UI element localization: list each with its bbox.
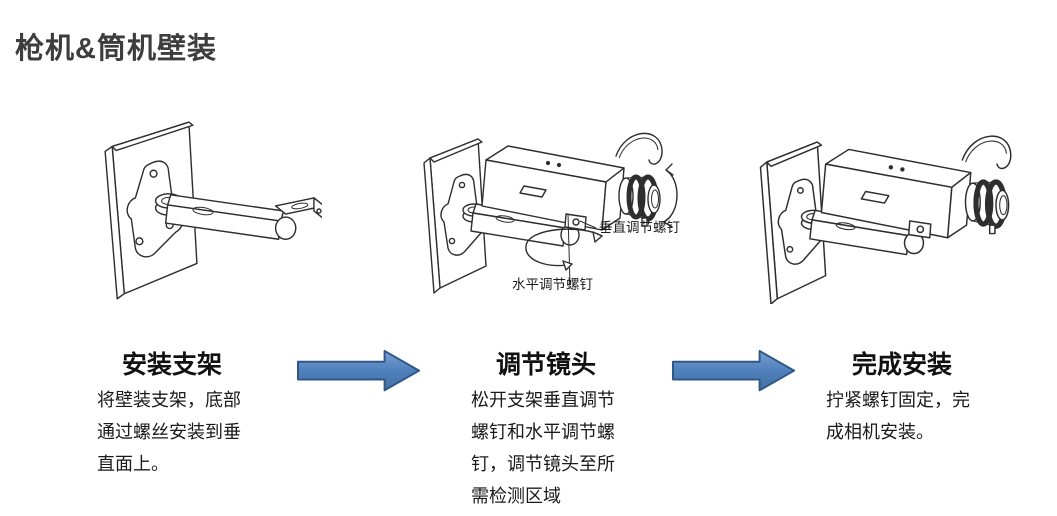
pan-rotation-arrow <box>525 228 603 267</box>
step-description-adjust-lens: 松开支架垂直调节螺钉和水平调节螺钉，调节镜头至所需检测区域 <box>471 390 615 506</box>
flow-arrow-2 <box>671 348 797 392</box>
vertical-screw-label: 垂直调节螺钉 <box>599 220 680 235</box>
camera-installed-illustration <box>756 120 1032 304</box>
wall-bracket-illustration <box>90 110 322 312</box>
lens-rotation-arrow <box>663 169 678 223</box>
camera-lens-adjust-illustration: 垂直调节螺钉 水平调节螺钉 <box>420 118 682 306</box>
step-description-finish-install: 拧紧螺钉固定，完成相机安装。 <box>826 390 970 442</box>
step-title-install-bracket: 安装支架 <box>121 351 222 379</box>
step-title-finish-install: 完成安装 <box>851 351 952 379</box>
flow-arrow-1 <box>296 348 422 392</box>
horizontal-screw-label: 水平调节螺钉 <box>512 277 593 292</box>
step-description-install-bracket: 将壁装支架，底部通过螺丝安装到垂直面上。 <box>97 390 241 474</box>
page-title: 枪机&筒机壁装 <box>15 33 217 66</box>
step-title-adjust-lens: 调节镜头 <box>495 351 596 379</box>
